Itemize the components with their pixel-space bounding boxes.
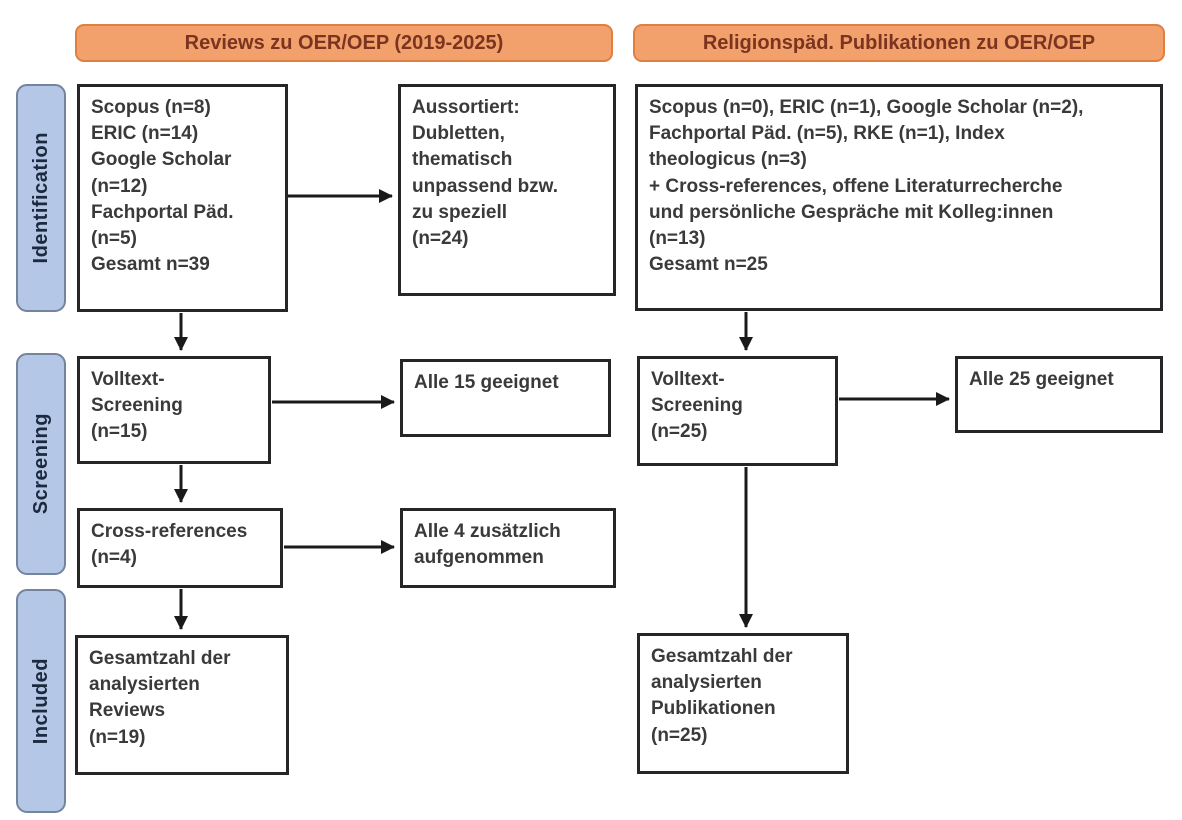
phase-label-identification-text: Identification <box>29 132 52 264</box>
column-header-reviews-label: Reviews zu OER/OEP (2019-2025) <box>184 31 504 54</box>
node-right-included-total: Gesamtzahl der analysierten Publikatione… <box>637 633 849 774</box>
column-header-religionspaed: Religionspäd. Publikationen zu OER/OEP <box>633 24 1165 62</box>
column-header-religionspaed-label: Religionspäd. Publikationen zu OER/OEP <box>702 31 1096 54</box>
node-right-fulltext-result: Alle 25 geeignet <box>955 356 1163 433</box>
phase-label-identification: Identification <box>16 84 66 312</box>
phase-label-included: Included <box>16 589 66 813</box>
node-left-fulltext-result: Alle 15 geeignet <box>400 359 611 437</box>
phase-label-screening-text: Screening <box>29 413 52 515</box>
node-left-crossref-result: Alle 4 zusätzlich aufgenommen <box>400 508 616 588</box>
node-left-excluded: Aussortiert: Dubletten, thematisch unpas… <box>398 84 616 296</box>
column-header-reviews: Reviews zu OER/OEP (2019-2025) <box>75 24 613 62</box>
node-right-fulltext-screening: Volltext- Screening (n=25) <box>637 356 838 466</box>
node-left-fulltext-screening: Volltext- Screening (n=15) <box>77 356 271 464</box>
node-left-crossreferences: Cross-references (n=4) <box>77 508 283 588</box>
phase-label-included-text: Included <box>29 657 52 745</box>
node-right-sources: Scopus (n=0), ERIC (n=1), Google Scholar… <box>635 84 1163 311</box>
node-left-sources: Scopus (n=8) ERIC (n=14) Google Scholar … <box>77 84 288 312</box>
phase-label-screening: Screening <box>16 353 66 575</box>
node-left-included-total: Gesamtzahl der analysierten Reviews (n=1… <box>75 635 289 775</box>
